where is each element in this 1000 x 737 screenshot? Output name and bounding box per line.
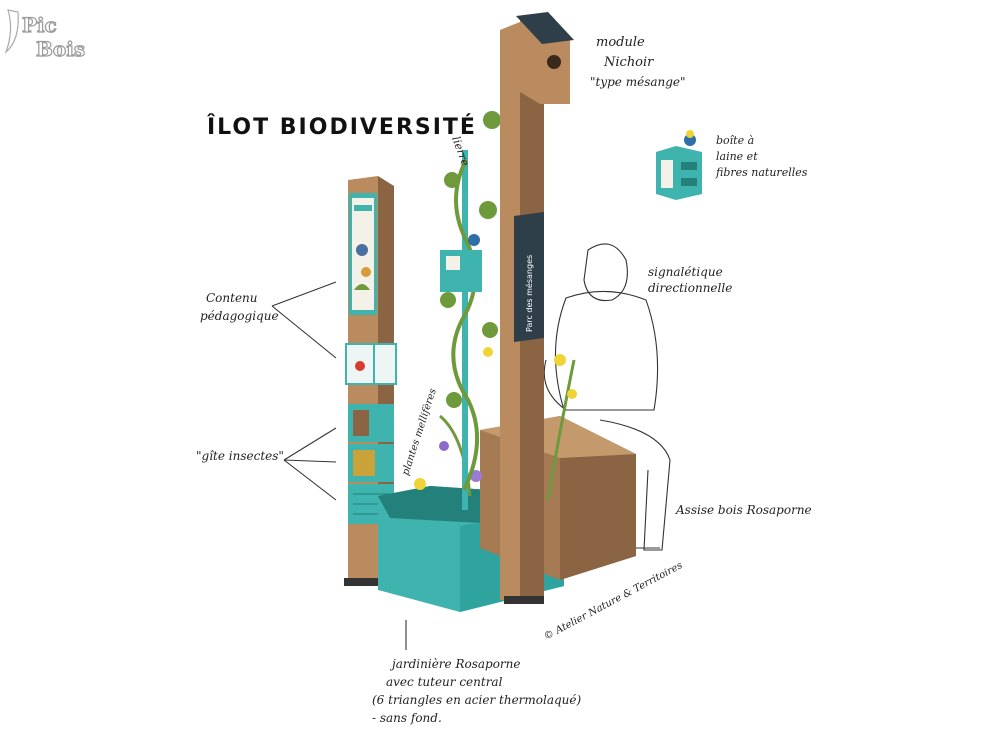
annotation-module: module Nichoir "type mésange"	[590, 35, 686, 89]
label-jardiniere-4: - sans fond.	[372, 711, 442, 725]
annotation-contenu: Contenu pédagogique	[200, 291, 279, 323]
directional-sign: Parc des mésanges	[514, 212, 544, 342]
tall-post: Parc des mésanges	[500, 22, 544, 604]
annotation-jardiniere: jardinière Rosaporne avec tuteur central…	[372, 657, 582, 725]
seated-person-sketch	[543, 243, 671, 551]
label-jardiniere-3: (6 triangles en acier thermolaqué)	[372, 693, 582, 707]
logo-line2: Bois	[36, 37, 85, 61]
label-signaletique-1: signalétique	[648, 265, 723, 279]
label-boite-2: laine et	[716, 150, 758, 163]
insect-hotel	[348, 404, 394, 524]
trellis-wool-box	[440, 234, 482, 292]
label-gite: "gîte insectes"	[196, 449, 284, 463]
label-assise: Assise bois Rosaporne	[675, 503, 812, 517]
label-jardiniere-2: avec tuteur central	[386, 675, 503, 689]
annotation-boite: boîte à laine et fibres naturelles	[715, 134, 808, 179]
ivy-trellis	[440, 90, 530, 510]
annotation-signaletique: signalétique directionnelle	[648, 265, 732, 295]
label-plantes: plantes mellifères	[400, 387, 438, 477]
picbois-logo: Pic Bois	[4, 9, 86, 62]
label-boite-3: fibres naturelles	[715, 166, 808, 179]
label-module-3: "type mésange"	[590, 75, 686, 89]
pedagogic-panel	[349, 193, 377, 315]
ladybug-panel	[345, 343, 397, 385]
wool-fiber-box	[656, 130, 702, 200]
leader-lines	[271, 281, 407, 650]
label-module-1: module	[596, 35, 645, 50]
sign-text: Parc des mésanges	[524, 255, 534, 332]
label-signaletique-2: directionnelle	[648, 281, 732, 295]
nest-box-module	[516, 12, 574, 104]
label-boite-1: boîte à	[716, 134, 754, 147]
label-contenu-1: Contenu	[206, 291, 258, 305]
label-jardiniere-1: jardinière Rosaporne	[389, 657, 521, 671]
page-title: ÎLOT BIODIVERSITÉ	[207, 114, 477, 140]
logo-line1: Pic	[22, 13, 57, 37]
label-contenu-2: pédagogique	[200, 309, 279, 323]
left-post	[344, 176, 397, 586]
label-module-2: Nichoir	[603, 55, 654, 70]
